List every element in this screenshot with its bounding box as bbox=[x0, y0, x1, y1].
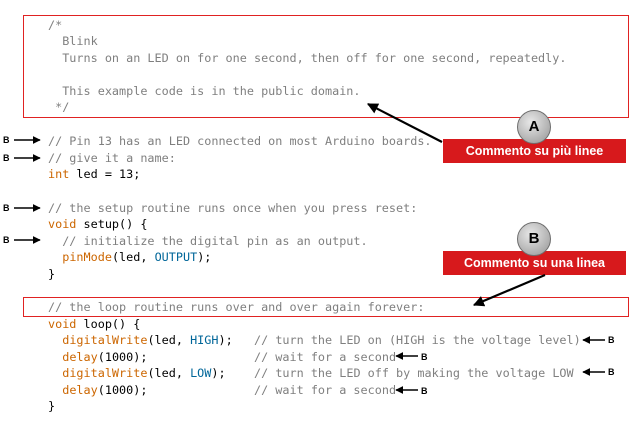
digitalwrite-fn: digitalWrite bbox=[62, 366, 148, 380]
pointer-arrow-b bbox=[472, 273, 546, 307]
digitalwrite-args: (led, bbox=[147, 366, 191, 380]
void-keyword: void bbox=[48, 317, 77, 331]
void-keyword: void bbox=[48, 217, 77, 231]
b-marker-label: B bbox=[3, 235, 10, 245]
digitalwrite-args-end: ); bbox=[218, 333, 255, 347]
block-comment-line: Blink bbox=[48, 34, 98, 48]
loop-signature-rest: loop() { bbox=[76, 317, 141, 331]
low-const: LOW bbox=[190, 366, 212, 380]
delay-line: delay(1000); // wait for a second bbox=[48, 382, 396, 398]
pinmode-args: (led, bbox=[111, 250, 155, 264]
loop-signature: void loop() { bbox=[48, 316, 140, 332]
b-marker-label: B bbox=[421, 352, 428, 362]
block-comment-line: /* bbox=[48, 18, 63, 32]
digitalwrite-low-line: digitalWrite(led, LOW); // turn the LED … bbox=[48, 365, 574, 381]
b-marker-label: B bbox=[608, 335, 615, 345]
b-marker-label: B bbox=[421, 386, 428, 396]
delay-fn: delay bbox=[62, 383, 98, 397]
comment-init: // initialize the digital pin as an outp… bbox=[48, 234, 368, 248]
int-keyword: int bbox=[48, 167, 70, 181]
b-marker-label: B bbox=[3, 135, 10, 145]
comment-turn-on: // turn the LED on (HIGH is the voltage … bbox=[254, 333, 581, 347]
delay-line: delay(1000); // wait for a second bbox=[48, 349, 396, 365]
pinmode-call: pinMode(led, OUTPUT); bbox=[48, 249, 211, 265]
pinmode-fn: pinMode bbox=[62, 250, 112, 264]
led-declaration-rest: led = 13; bbox=[69, 167, 141, 181]
pointer-arrow-a bbox=[367, 103, 443, 143]
high-const: HIGH bbox=[190, 333, 219, 347]
badge-a: A bbox=[517, 110, 551, 144]
setup-signature-rest: setup() { bbox=[76, 217, 148, 231]
digitalwrite-high-line: digitalWrite(led, HIGH); // turn the LED… bbox=[48, 332, 581, 348]
comment-turn-off: // turn the LED off by making the voltag… bbox=[254, 366, 574, 380]
b-marker-label: B bbox=[3, 203, 10, 213]
b-marker-label: B bbox=[3, 153, 10, 163]
delay-args: (1000); bbox=[97, 350, 148, 364]
pinmode-args-end: ); bbox=[197, 250, 212, 264]
badge-b: B bbox=[517, 222, 551, 256]
block-comment-line: This example code is in the public domai… bbox=[48, 84, 361, 98]
comment-wait: // wait for a second bbox=[254, 350, 397, 364]
comment-loop: // the loop routine runs over and over a… bbox=[48, 300, 425, 314]
delay-fn: delay bbox=[62, 350, 98, 364]
delay-args: (1000); bbox=[97, 383, 148, 397]
digitalwrite-args: (led, bbox=[147, 333, 191, 347]
output-const: OUTPUT bbox=[154, 250, 198, 264]
singleline-comment-highlight bbox=[23, 297, 629, 317]
led-declaration: int led = 13; bbox=[48, 166, 140, 182]
multiline-comment-highlight bbox=[23, 15, 629, 118]
setup-signature: void setup() { bbox=[48, 216, 147, 232]
comment-setup: // the setup routine runs once when you … bbox=[48, 201, 418, 215]
b-marker-label: B bbox=[608, 367, 615, 377]
block-comment-line: Turns on an LED on for one second, then … bbox=[48, 51, 567, 65]
comment-give-name: // give it a name: bbox=[48, 151, 176, 165]
comment-wait: // wait for a second bbox=[254, 383, 397, 397]
setup-close-brace: } bbox=[48, 267, 56, 281]
block-comment-line: */ bbox=[48, 100, 70, 114]
loop-close-brace: } bbox=[48, 399, 56, 413]
digitalwrite-fn: digitalWrite bbox=[62, 333, 148, 347]
comment-pin13: // Pin 13 has an LED connected on most A… bbox=[48, 134, 432, 148]
digitalwrite-args-end: ); bbox=[211, 366, 255, 380]
